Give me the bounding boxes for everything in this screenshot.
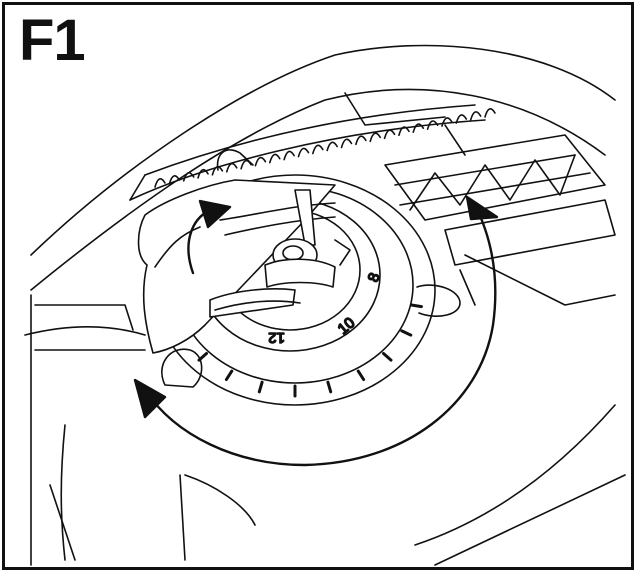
height-adjust-illustration: 8 10 12: [24, 44, 626, 566]
dial-tick: [400, 329, 413, 337]
grip-rib: [283, 150, 295, 161]
grip-rib: [254, 156, 267, 167]
dial-tick: [356, 369, 366, 381]
grip-rib: [412, 123, 425, 134]
grip-rib: [168, 175, 181, 185]
dial-mechanism: [209, 189, 351, 318]
dial-tick: [257, 380, 264, 394]
dial-tab-left: [161, 348, 203, 388]
figure-frame: F1: [2, 2, 634, 570]
dial-tab-right: [416, 284, 461, 317]
dial-tick: [410, 303, 423, 309]
grip-rib: [182, 171, 195, 182]
dial-number-10: 10: [335, 314, 359, 338]
grip-rib: [225, 162, 238, 173]
curved-arrow-icon: [187, 199, 232, 275]
lattice-frame: [384, 134, 616, 306]
grip-rib: [426, 120, 439, 130]
grip-rib: [469, 111, 482, 121]
curved-double-arrow-icon: [133, 195, 499, 467]
dial-tick: [326, 380, 333, 394]
figure-label: F1: [19, 8, 86, 73]
ribbed-grip: [129, 104, 496, 201]
grip-rib: [383, 129, 396, 140]
grip-rib: [484, 108, 496, 118]
dial-number-8: 8: [365, 271, 384, 285]
mower-body-outline: [24, 44, 626, 566]
dial-tab-top: [216, 149, 254, 171]
grip-rib: [197, 168, 209, 179]
grip-rib: [455, 114, 468, 124]
grip-rib: [340, 138, 353, 149]
dial-number-12: 12: [268, 329, 285, 346]
grip-rib: [355, 135, 367, 146]
grip-rib: [398, 126, 410, 137]
grip-rib: [369, 132, 382, 143]
dial-tick: [224, 369, 234, 381]
grip-rib: [268, 153, 281, 164]
grip-rib: [297, 147, 310, 158]
grip-rib: [326, 141, 338, 152]
grip-rib: [154, 178, 166, 188]
dial-tick: [382, 352, 393, 362]
grip-rib: [312, 144, 324, 155]
grip-rib: [441, 117, 453, 127]
